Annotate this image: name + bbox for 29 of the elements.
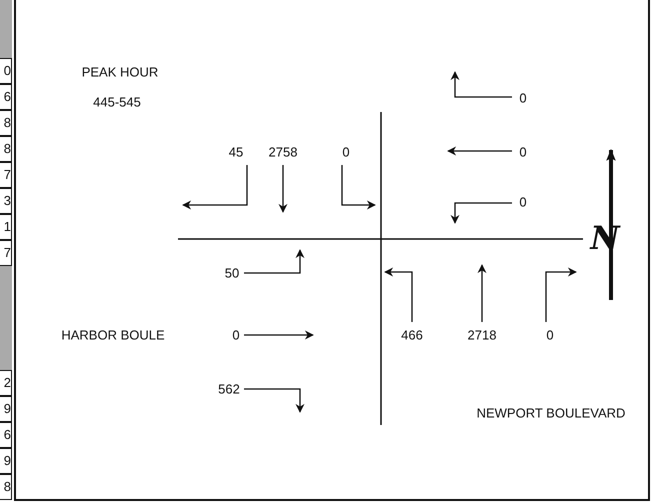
table-cell: 2 <box>0 370 12 396</box>
table-cell: 8 <box>0 136 12 162</box>
table-cell: 0 <box>0 58 12 84</box>
table-cell: 6 <box>0 422 12 448</box>
table-cell: 6 <box>0 84 12 110</box>
label-text: 445-545 <box>93 96 141 108</box>
volume-number: 50 <box>224 266 240 280</box>
volume-number: 45 <box>228 146 244 158</box>
volume-number: 0 <box>546 328 554 342</box>
street-name: NEWPORT BOULEVARD <box>476 406 626 420</box>
volume-number: 0 <box>342 146 350 158</box>
table-cell: 7 <box>0 162 12 188</box>
volume-number: 0 <box>519 92 527 104</box>
volume-number: 2718 <box>468 328 496 342</box>
table-cell: 8 <box>0 474 12 500</box>
volume-number: 0 <box>519 196 527 208</box>
volume-number: 0 <box>232 328 240 342</box>
volume-number: 0 <box>519 146 527 158</box>
volume-number: 562 <box>218 382 240 396</box>
street-name: HARBOR BOULE <box>61 328 165 342</box>
label-text: PEAK HOUR <box>82 66 158 78</box>
volume-number: 2758 <box>268 146 298 158</box>
table-cell: 1 <box>0 214 12 240</box>
table-cell: 7 <box>0 240 12 266</box>
volume-number: 466 <box>401 328 423 342</box>
table-cell: 9 <box>0 448 12 474</box>
table-cell: 3 <box>0 188 12 214</box>
table-cell: 8 <box>0 110 12 136</box>
table-cell: 9 <box>0 396 12 422</box>
